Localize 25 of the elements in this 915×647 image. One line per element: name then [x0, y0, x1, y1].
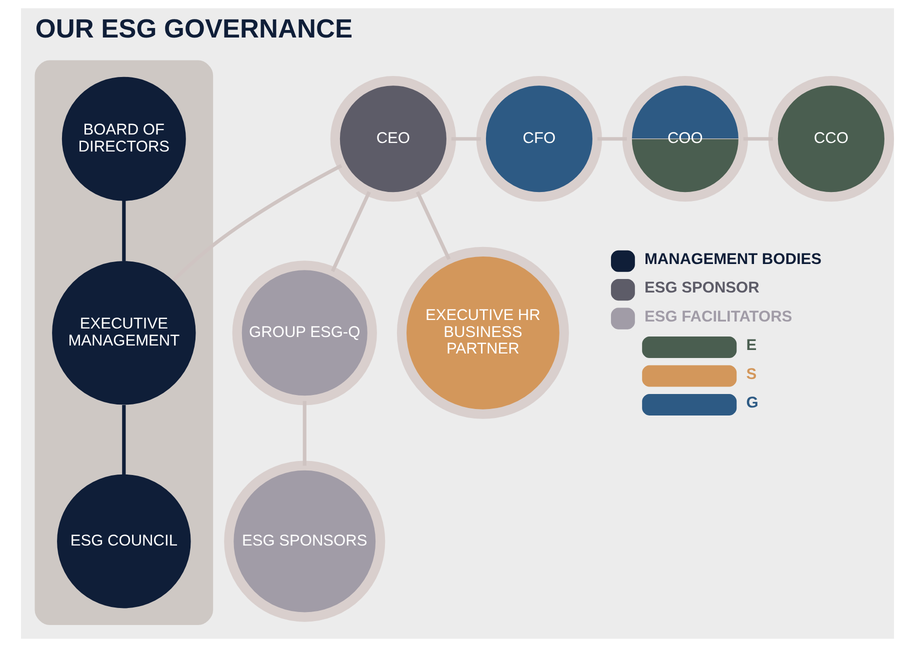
connector	[122, 200, 126, 262]
node-circle: CFO	[476, 76, 602, 202]
node-circle: CCO	[768, 76, 894, 202]
node-circle: ESG SPONSORS	[224, 460, 386, 622]
node-circle: EXECUTIVE HR BUSINESS PARTNER	[396, 246, 569, 419]
cluster	[34, 60, 214, 626]
legend-label: ESG SPONSOR	[644, 280, 760, 297]
node-circle: EXECUTIVE MANAGEMENT	[52, 261, 196, 405]
legend-label: MANAGEMENT BODIES	[644, 250, 822, 268]
connector	[743, 137, 773, 141]
legend-label: S	[746, 366, 757, 383]
legend-label: G	[746, 394, 758, 412]
legend-label: E	[746, 337, 757, 354]
node-circle: ESG COUNCIL	[57, 474, 191, 608]
connector	[597, 137, 627, 141]
diagram-title: OUR ESG GOVERNANCE	[35, 14, 353, 44]
node-circle: GROUP ESG-Q	[232, 260, 377, 406]
connector	[302, 400, 306, 466]
connector	[330, 191, 371, 272]
node-circle: BOARD OF DIRECTORS	[62, 76, 186, 201]
node-circle: CEO	[330, 76, 456, 202]
legend-label: ESG FACILITATORS	[644, 308, 792, 326]
connector	[122, 405, 126, 475]
connector	[451, 137, 481, 141]
connector	[416, 191, 451, 260]
